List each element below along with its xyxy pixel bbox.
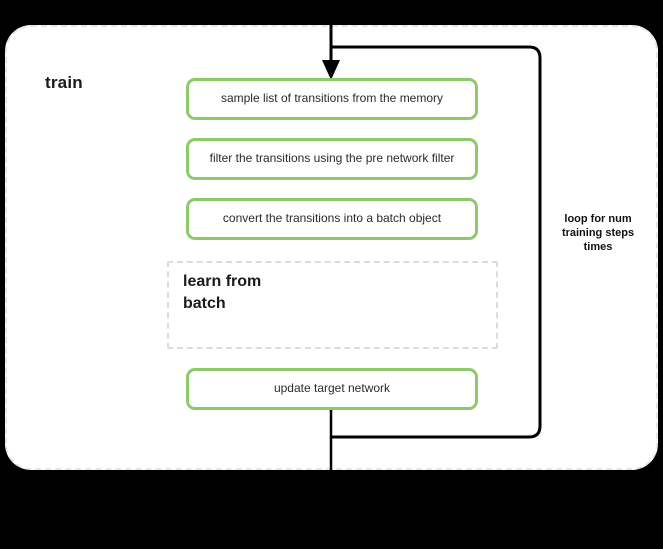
step-box-update-target-network[interactable]: update target network [186, 368, 478, 410]
step-box-sample[interactable]: sample list of transitions from the memo… [186, 78, 478, 120]
step-box-convert[interactable]: convert the transitions into a batch obj… [186, 198, 478, 240]
step-label-sample: sample list of transitions from the memo… [220, 91, 444, 106]
subblock-title: learn from batch [183, 271, 333, 314]
loop-caption-line-1: loop for num [564, 213, 632, 225]
step-label-update-target-network: update target network [273, 381, 391, 396]
page-title: train [45, 73, 83, 92]
subblock-learn-from-batch[interactable]: learn from batch [167, 261, 498, 349]
step-box-filter[interactable]: filter the transitions using the pre net… [186, 138, 478, 180]
step-label-convert: convert the transitions into a batch obj… [222, 211, 442, 226]
subblock-title-line-1: learn from [183, 273, 262, 290]
loop-caption: loop for num training steps times [546, 213, 650, 254]
loop-caption-line-2: training steps [561, 226, 635, 239]
step-label-filter: filter the transitions using the pre net… [209, 151, 455, 166]
loop-caption-line-3: times [583, 240, 613, 253]
subblock-title-line-2: batch [183, 294, 226, 312]
